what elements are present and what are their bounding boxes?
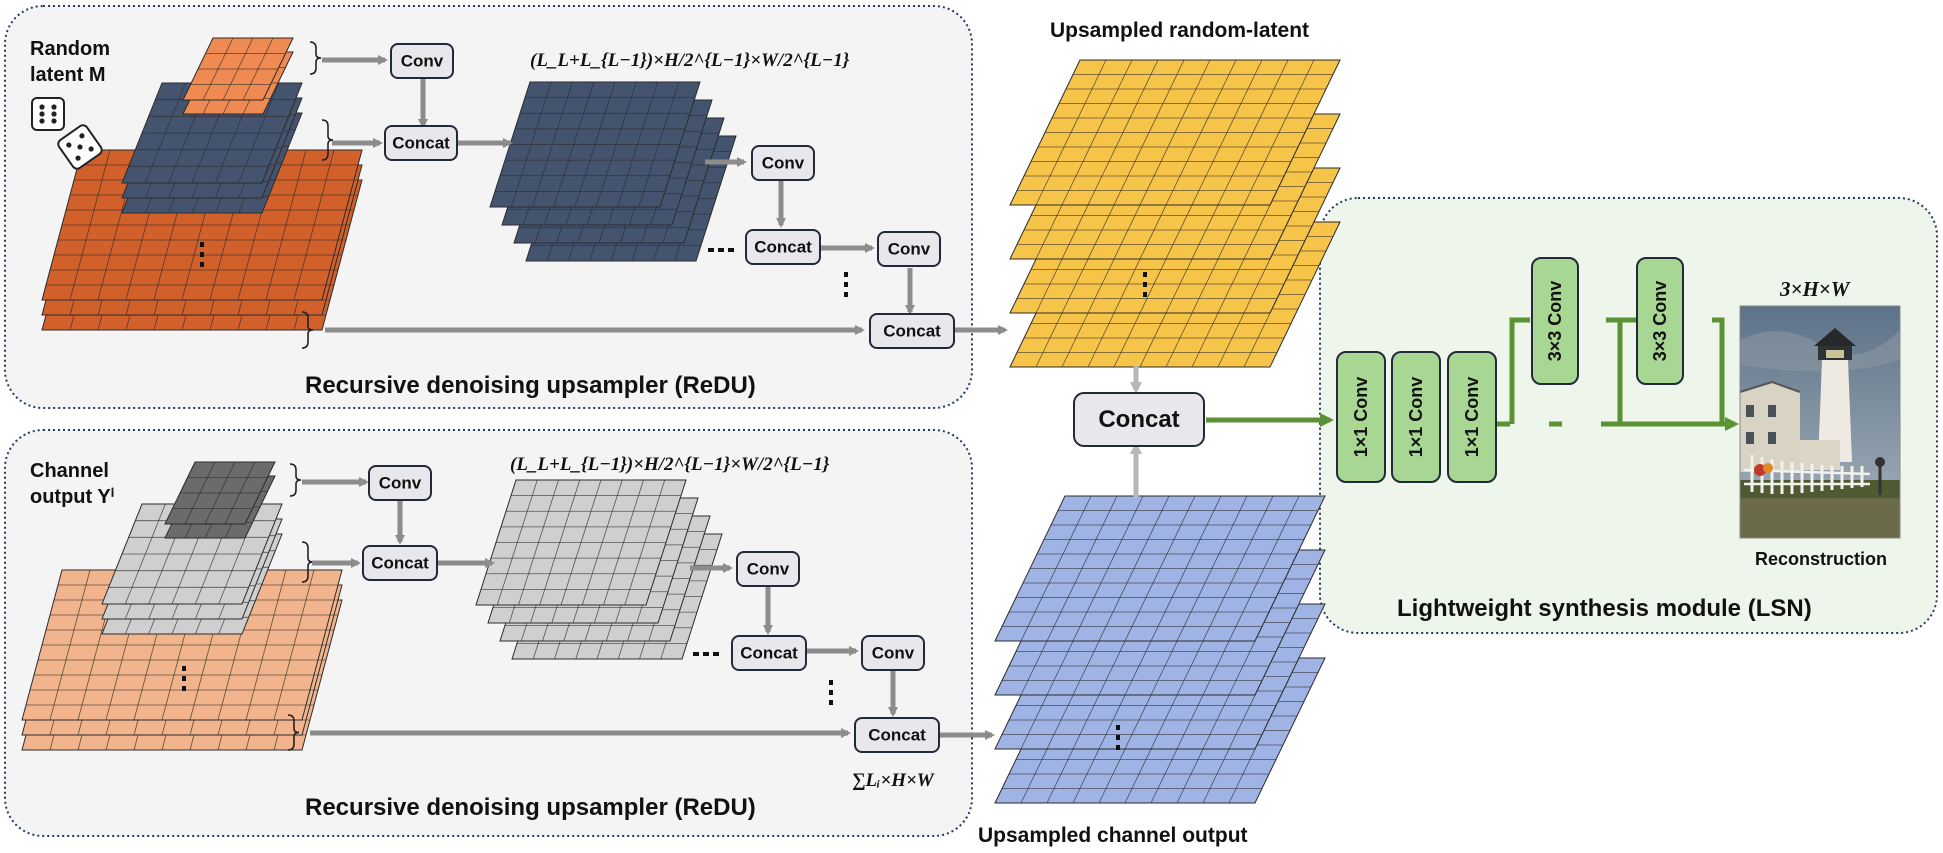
concat-box-top-2: Concat bbox=[745, 229, 821, 265]
top-vertical-ellipsis bbox=[844, 272, 848, 297]
top-input-label-line1: Random bbox=[30, 38, 110, 60]
top-output-label: Upsampled random-latent bbox=[1050, 19, 1309, 42]
lsn-output-dims: 3×H×W bbox=[1779, 277, 1851, 301]
bottom-vertical-ellipsis bbox=[829, 680, 833, 705]
conv-box-bottom-3-label: Conv bbox=[872, 644, 915, 663]
conv-box-top-1-label: Conv bbox=[401, 52, 444, 71]
random-latent-full-res-layer bbox=[41, 149, 363, 301]
conv-box-bottom-2-label: Conv bbox=[747, 560, 790, 579]
conv-box-bottom-3: Conv bbox=[861, 635, 925, 671]
conv-box-top-3-label: Conv bbox=[888, 240, 931, 259]
concat-box-bottom-1: Concat bbox=[362, 545, 438, 581]
lsn-conv3x3-box-1-label: 3×3 Conv bbox=[1545, 281, 1565, 362]
upsampled-channel-output-layer bbox=[994, 495, 1326, 642]
channel-output-small-layer bbox=[164, 461, 276, 525]
lsn-conv1x1-box-1: 1×1 Conv bbox=[1336, 351, 1386, 483]
concat-box-top-2-label: Concat bbox=[754, 238, 812, 257]
lsn-conv1x1-box-3-label: 1×1 Conv bbox=[1462, 377, 1482, 458]
lsn-conv1x1-box-2-label: 1×1 Conv bbox=[1406, 377, 1426, 458]
random-latent-small-layer bbox=[182, 37, 294, 101]
top-brace-small bbox=[309, 41, 322, 75]
blue-stack-ellipsis bbox=[1116, 725, 1120, 750]
top-mid-ellipsis bbox=[708, 248, 734, 252]
top-dims-label: (L_L+L_{L−1})×H/2^{L−1}×W/2^{L−1} bbox=[530, 50, 850, 71]
lsn-conv1x1-box-1-label: 1×1 Conv bbox=[1351, 377, 1371, 458]
concat-box-bottom-3-label: Concat bbox=[868, 726, 926, 745]
conv-box-bottom-1-label: Conv bbox=[379, 474, 422, 493]
bottom-brace-full bbox=[287, 714, 300, 751]
top-stack-ellipsis bbox=[200, 242, 204, 267]
conv-box-bottom-2: Conv bbox=[736, 551, 800, 587]
lsn-output-label: Reconstruction bbox=[1755, 549, 1887, 569]
concat-box-middle-label: Concat bbox=[1098, 406, 1179, 433]
bottom-panel-title: Recursive denoising upsampler (ReDU) bbox=[305, 794, 756, 821]
concat-box-top-3-label: Concat bbox=[883, 322, 941, 341]
bottom-stack-ellipsis bbox=[182, 666, 186, 691]
lsn-skip-1-in bbox=[1509, 317, 1530, 424]
lsn-conv3x3-box-1: 3×3 Conv bbox=[1531, 257, 1579, 385]
lsn-title: Lightweight synthesis module (LSN) bbox=[1397, 595, 1812, 622]
top-brace-mid bbox=[321, 119, 334, 161]
concat-box-top-1: Concat bbox=[384, 125, 458, 161]
top-brace-full bbox=[301, 311, 314, 349]
bottom-sum-dims-label: ∑Lᵢ×H×W bbox=[852, 770, 935, 791]
concat-box-bottom-2-label: Concat bbox=[740, 644, 798, 663]
upsampled-random-latent-layer bbox=[1009, 59, 1341, 206]
concat-box-bottom-3: Concat bbox=[854, 717, 940, 753]
concat-box-bottom-1-label: Concat bbox=[371, 554, 429, 573]
lsn-conv1x1-box-2: 1×1 Conv bbox=[1391, 351, 1441, 483]
top-panel-title: Recursive denoising upsampler (ReDU) bbox=[305, 372, 756, 399]
top-intermediate-layer bbox=[489, 81, 701, 208]
concat-box-middle: Concat bbox=[1073, 392, 1205, 447]
bottom-input-label-line1: Channel bbox=[30, 460, 109, 482]
lsn-conv3x3-box-2-label: 3×3 Conv bbox=[1650, 281, 1670, 362]
top-input-label-line2: latent M bbox=[30, 64, 106, 86]
bottom-mid-ellipsis bbox=[693, 652, 719, 656]
conv-box-top-3: Conv bbox=[877, 231, 941, 267]
concat-box-top-1-label: Concat bbox=[392, 134, 450, 153]
bottom-output-label: Upsampled channel output bbox=[978, 824, 1248, 847]
bottom-input-label-line2: output Yⁱ bbox=[30, 486, 114, 508]
bottom-dims-label: (L_L+L_{L−1})×H/2^{L−1}×W/2^{L−1} bbox=[510, 454, 830, 475]
conv-box-bottom-1: Conv bbox=[368, 465, 432, 501]
reconstruction-image bbox=[1739, 305, 1901, 539]
dice-icon bbox=[31, 97, 103, 170]
concat-box-top-3: Concat bbox=[869, 313, 955, 349]
conv-box-top-1: Conv bbox=[390, 43, 454, 79]
concat-box-bottom-2: Concat bbox=[731, 635, 807, 671]
lsn-conv1x1-box-3: 1×1 Conv bbox=[1447, 351, 1497, 483]
yellow-stack-ellipsis bbox=[1143, 272, 1147, 297]
conv-box-top-2: Conv bbox=[751, 145, 815, 181]
lsn-conv3x3-box-2: 3×3 Conv bbox=[1636, 257, 1684, 385]
lsn-skip-2-out bbox=[1712, 317, 1725, 424]
lsn-skip-2-in bbox=[1617, 317, 1636, 424]
bottom-brace-small bbox=[289, 463, 302, 497]
conv-box-top-2-label: Conv bbox=[762, 154, 805, 173]
